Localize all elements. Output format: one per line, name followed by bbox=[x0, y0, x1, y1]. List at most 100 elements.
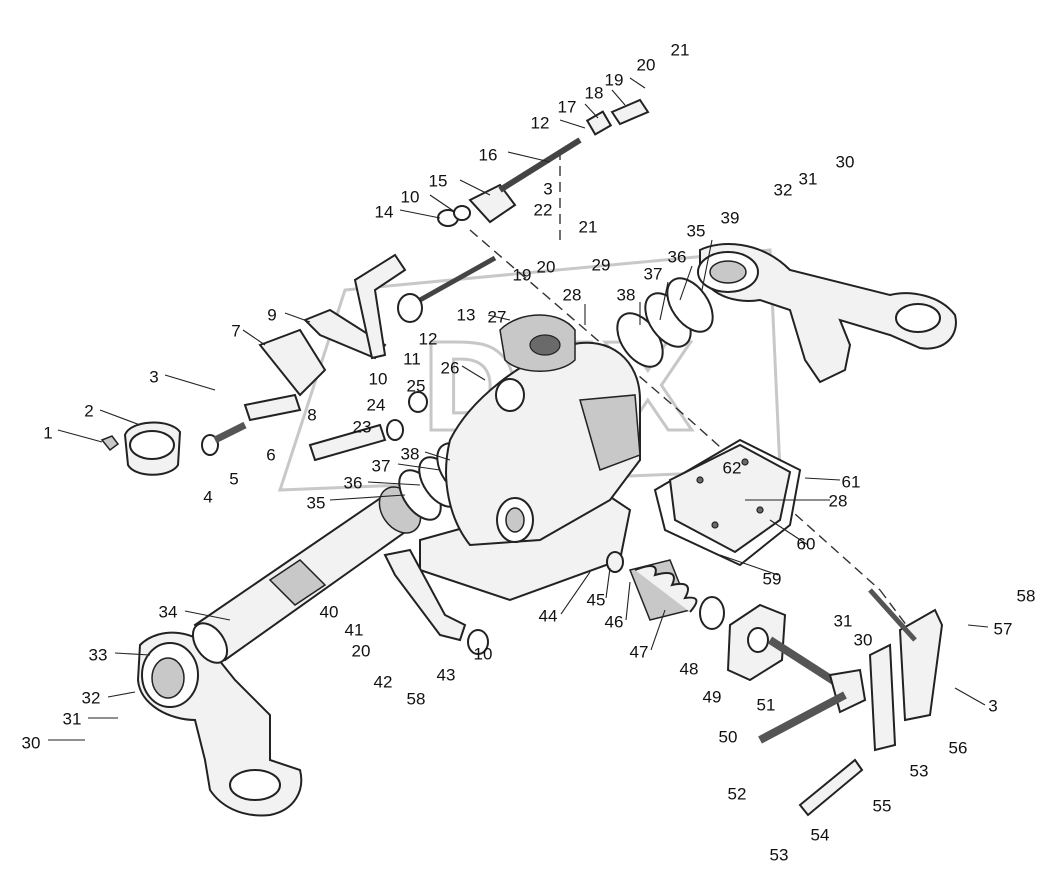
callout-c31a: 31 bbox=[799, 169, 818, 188]
callout-c13: 13 bbox=[457, 305, 476, 324]
callout-c31c: 31 bbox=[834, 611, 853, 630]
callout-c38b: 38 bbox=[401, 444, 420, 463]
callout-c49: 49 bbox=[703, 687, 722, 706]
callout-c38a: 38 bbox=[617, 285, 636, 304]
callout-c15: 15 bbox=[429, 171, 448, 190]
callout-c7: 7 bbox=[231, 321, 240, 340]
callout-c53b: 53 bbox=[770, 845, 789, 864]
right-levers bbox=[868, 588, 944, 752]
callout-c12a: 12 bbox=[419, 329, 438, 348]
callout-c14: 14 bbox=[375, 202, 394, 221]
right-ring-set bbox=[616, 277, 714, 368]
callout-c60: 60 bbox=[797, 534, 816, 553]
callout-c4: 4 bbox=[203, 487, 212, 506]
callout-c55: 55 bbox=[873, 796, 892, 815]
assembly-lines bbox=[469, 150, 911, 631]
callout-c35b: 35 bbox=[307, 493, 326, 512]
callout-c11: 11 bbox=[403, 349, 421, 368]
main-shaft bbox=[191, 486, 422, 664]
callout-c1: 1 bbox=[43, 423, 52, 442]
callout-c46: 46 bbox=[605, 612, 624, 631]
callout-c29: 29 bbox=[592, 255, 611, 274]
callout-c30c: 30 bbox=[854, 630, 873, 649]
callout-c30a: 30 bbox=[836, 152, 855, 171]
callout-c45: 45 bbox=[587, 590, 606, 609]
callout-c23: 23 bbox=[353, 417, 372, 436]
leader-lines bbox=[48, 77, 989, 741]
callout-c51: 51 bbox=[757, 695, 776, 714]
callout-c56: 56 bbox=[949, 738, 968, 757]
callout-c34: 34 bbox=[159, 602, 178, 621]
callout-c36a: 36 bbox=[668, 247, 687, 266]
callout-c2: 2 bbox=[84, 401, 93, 420]
callout-c40: 40 bbox=[320, 602, 339, 621]
callout-c3c: 3 bbox=[988, 696, 997, 715]
callout-c20a: 20 bbox=[637, 55, 656, 74]
callout-c5: 5 bbox=[229, 469, 238, 488]
central-housing bbox=[419, 314, 641, 602]
lower-lever bbox=[383, 548, 489, 655]
callout-c31b: 31 bbox=[63, 709, 82, 728]
control-valve bbox=[437, 98, 650, 227]
left-lift-arm bbox=[136, 631, 303, 817]
callout-c10c: 10 bbox=[474, 644, 493, 663]
callout-c6: 6 bbox=[266, 445, 275, 464]
callout-c25: 25 bbox=[407, 376, 426, 395]
bushing bbox=[100, 421, 182, 476]
callout-c48: 48 bbox=[680, 659, 699, 678]
spring-assembly bbox=[606, 551, 725, 630]
callout-c35a: 35 bbox=[687, 221, 706, 240]
callout-c10a: 10 bbox=[369, 369, 388, 388]
callout-c41: 41 bbox=[345, 620, 364, 639]
callout-c24: 24 bbox=[367, 395, 386, 414]
callout-c18: 18 bbox=[585, 83, 604, 102]
callout-c20c: 20 bbox=[352, 641, 371, 660]
callout-c52: 52 bbox=[728, 784, 747, 803]
callout-c30b: 30 bbox=[22, 733, 41, 752]
callout-c36b: 36 bbox=[344, 473, 363, 492]
callout-c37b: 37 bbox=[372, 456, 391, 475]
callout-c17: 17 bbox=[558, 97, 577, 116]
callout-c42: 42 bbox=[374, 672, 393, 691]
callout-c32a: 32 bbox=[774, 180, 793, 199]
callout-c59: 59 bbox=[763, 569, 782, 588]
callout-c57: 57 bbox=[994, 619, 1013, 638]
callout-c58a: 58 bbox=[1017, 586, 1036, 605]
hose-fitting bbox=[308, 391, 428, 462]
callout-c62: 62 bbox=[723, 458, 742, 477]
callout-c8: 8 bbox=[307, 405, 316, 424]
callout-c50: 50 bbox=[719, 727, 738, 746]
callout-c58b: 58 bbox=[407, 689, 426, 708]
callout-c19a: 19 bbox=[605, 70, 624, 89]
callout-c21b: 21 bbox=[579, 217, 598, 236]
callout-c16: 16 bbox=[479, 145, 498, 164]
callout-c21a: 21 bbox=[671, 40, 690, 59]
callout-c54: 54 bbox=[811, 825, 830, 844]
callout-c39: 39 bbox=[721, 208, 740, 227]
callout-c9: 9 bbox=[267, 305, 276, 324]
callout-c37a: 37 bbox=[644, 264, 663, 283]
callout-c3a: 3 bbox=[149, 367, 158, 386]
callout-labels: 1234567891011121314101516312171819202122… bbox=[22, 40, 1036, 864]
callout-c53a: 53 bbox=[910, 761, 929, 780]
callout-c61: 61 bbox=[842, 472, 861, 491]
callout-c47: 47 bbox=[630, 642, 649, 661]
callout-c20b: 20 bbox=[537, 257, 556, 276]
callout-c28b: 28 bbox=[829, 491, 848, 510]
callout-c33: 33 bbox=[89, 645, 108, 664]
linkage bbox=[303, 253, 497, 360]
callout-c32b: 32 bbox=[82, 688, 101, 707]
callout-c3b: 3 bbox=[543, 179, 552, 198]
callout-c10b: 10 bbox=[401, 187, 420, 206]
callout-c28a: 28 bbox=[563, 285, 582, 304]
callout-c22: 22 bbox=[534, 200, 553, 219]
callout-c27: 27 bbox=[488, 307, 507, 326]
cover-plate bbox=[653, 438, 802, 567]
callout-c44: 44 bbox=[539, 606, 558, 625]
callout-c26: 26 bbox=[441, 358, 460, 377]
left-bracket-assembly bbox=[201, 328, 327, 456]
right-lift-arm bbox=[697, 243, 957, 384]
callout-c19b: 19 bbox=[513, 265, 532, 284]
lower-bracket bbox=[726, 603, 867, 817]
